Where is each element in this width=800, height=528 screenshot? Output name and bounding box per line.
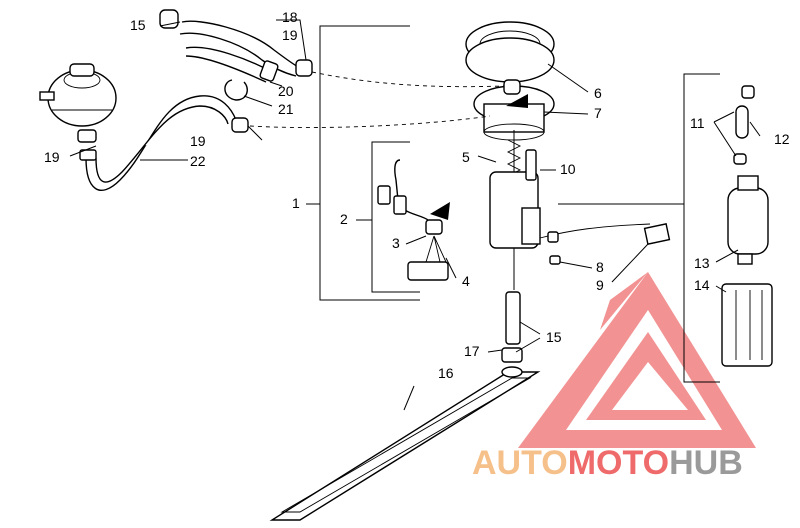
leader-lines	[69, 19, 761, 411]
callout-9: 9	[596, 277, 604, 293]
callout-5: 5	[462, 149, 470, 165]
canister-assembly	[39, 9, 313, 191]
pump-detail	[721, 85, 773, 367]
callout-15-top: 15	[130, 17, 146, 33]
callout-15-filter: 15	[546, 329, 562, 345]
callout-10: 10	[560, 161, 576, 177]
callout-20: 20	[278, 83, 294, 99]
watermark-logo-icon	[518, 272, 756, 448]
callout-19-top: 19	[282, 27, 298, 43]
callout-2: 2	[340, 211, 348, 227]
callout-12: 12	[774, 131, 790, 147]
callout-11: 11	[690, 115, 705, 131]
fuel-pump-module	[269, 21, 671, 521]
callout-21: 21	[278, 101, 294, 117]
callout-14: 14	[694, 277, 710, 293]
callout-7: 7	[594, 105, 602, 121]
wiring-harness	[377, 159, 450, 281]
callout-3: 3	[392, 235, 400, 251]
watermark-auto: AUTO	[472, 444, 568, 482]
callout-19-mid: 19	[190, 133, 206, 149]
callout-16: 16	[438, 365, 454, 381]
watermark-moto: MOTO	[568, 444, 669, 482]
callout-8: 8	[596, 259, 604, 275]
watermark-hub: HUB	[669, 444, 743, 482]
callout-18: 18	[282, 9, 298, 25]
callout-19-left: 19	[44, 149, 60, 165]
svg-text:AUTOMOTOHUB: AUTOMOTOHUB	[472, 444, 743, 482]
callout-17: 17	[464, 343, 480, 359]
callout-labels: 1 2 3 4 5 6 7 8 9 10 11 12 13 14 15 15 1…	[44, 9, 790, 381]
callout-1: 1	[292, 195, 300, 211]
watermark-text: AUTOMOTOHUB	[472, 444, 743, 482]
callout-13: 13	[694, 255, 710, 271]
callout-4: 4	[462, 273, 470, 289]
callout-6: 6	[594, 85, 602, 101]
callout-22: 22	[190, 153, 206, 169]
